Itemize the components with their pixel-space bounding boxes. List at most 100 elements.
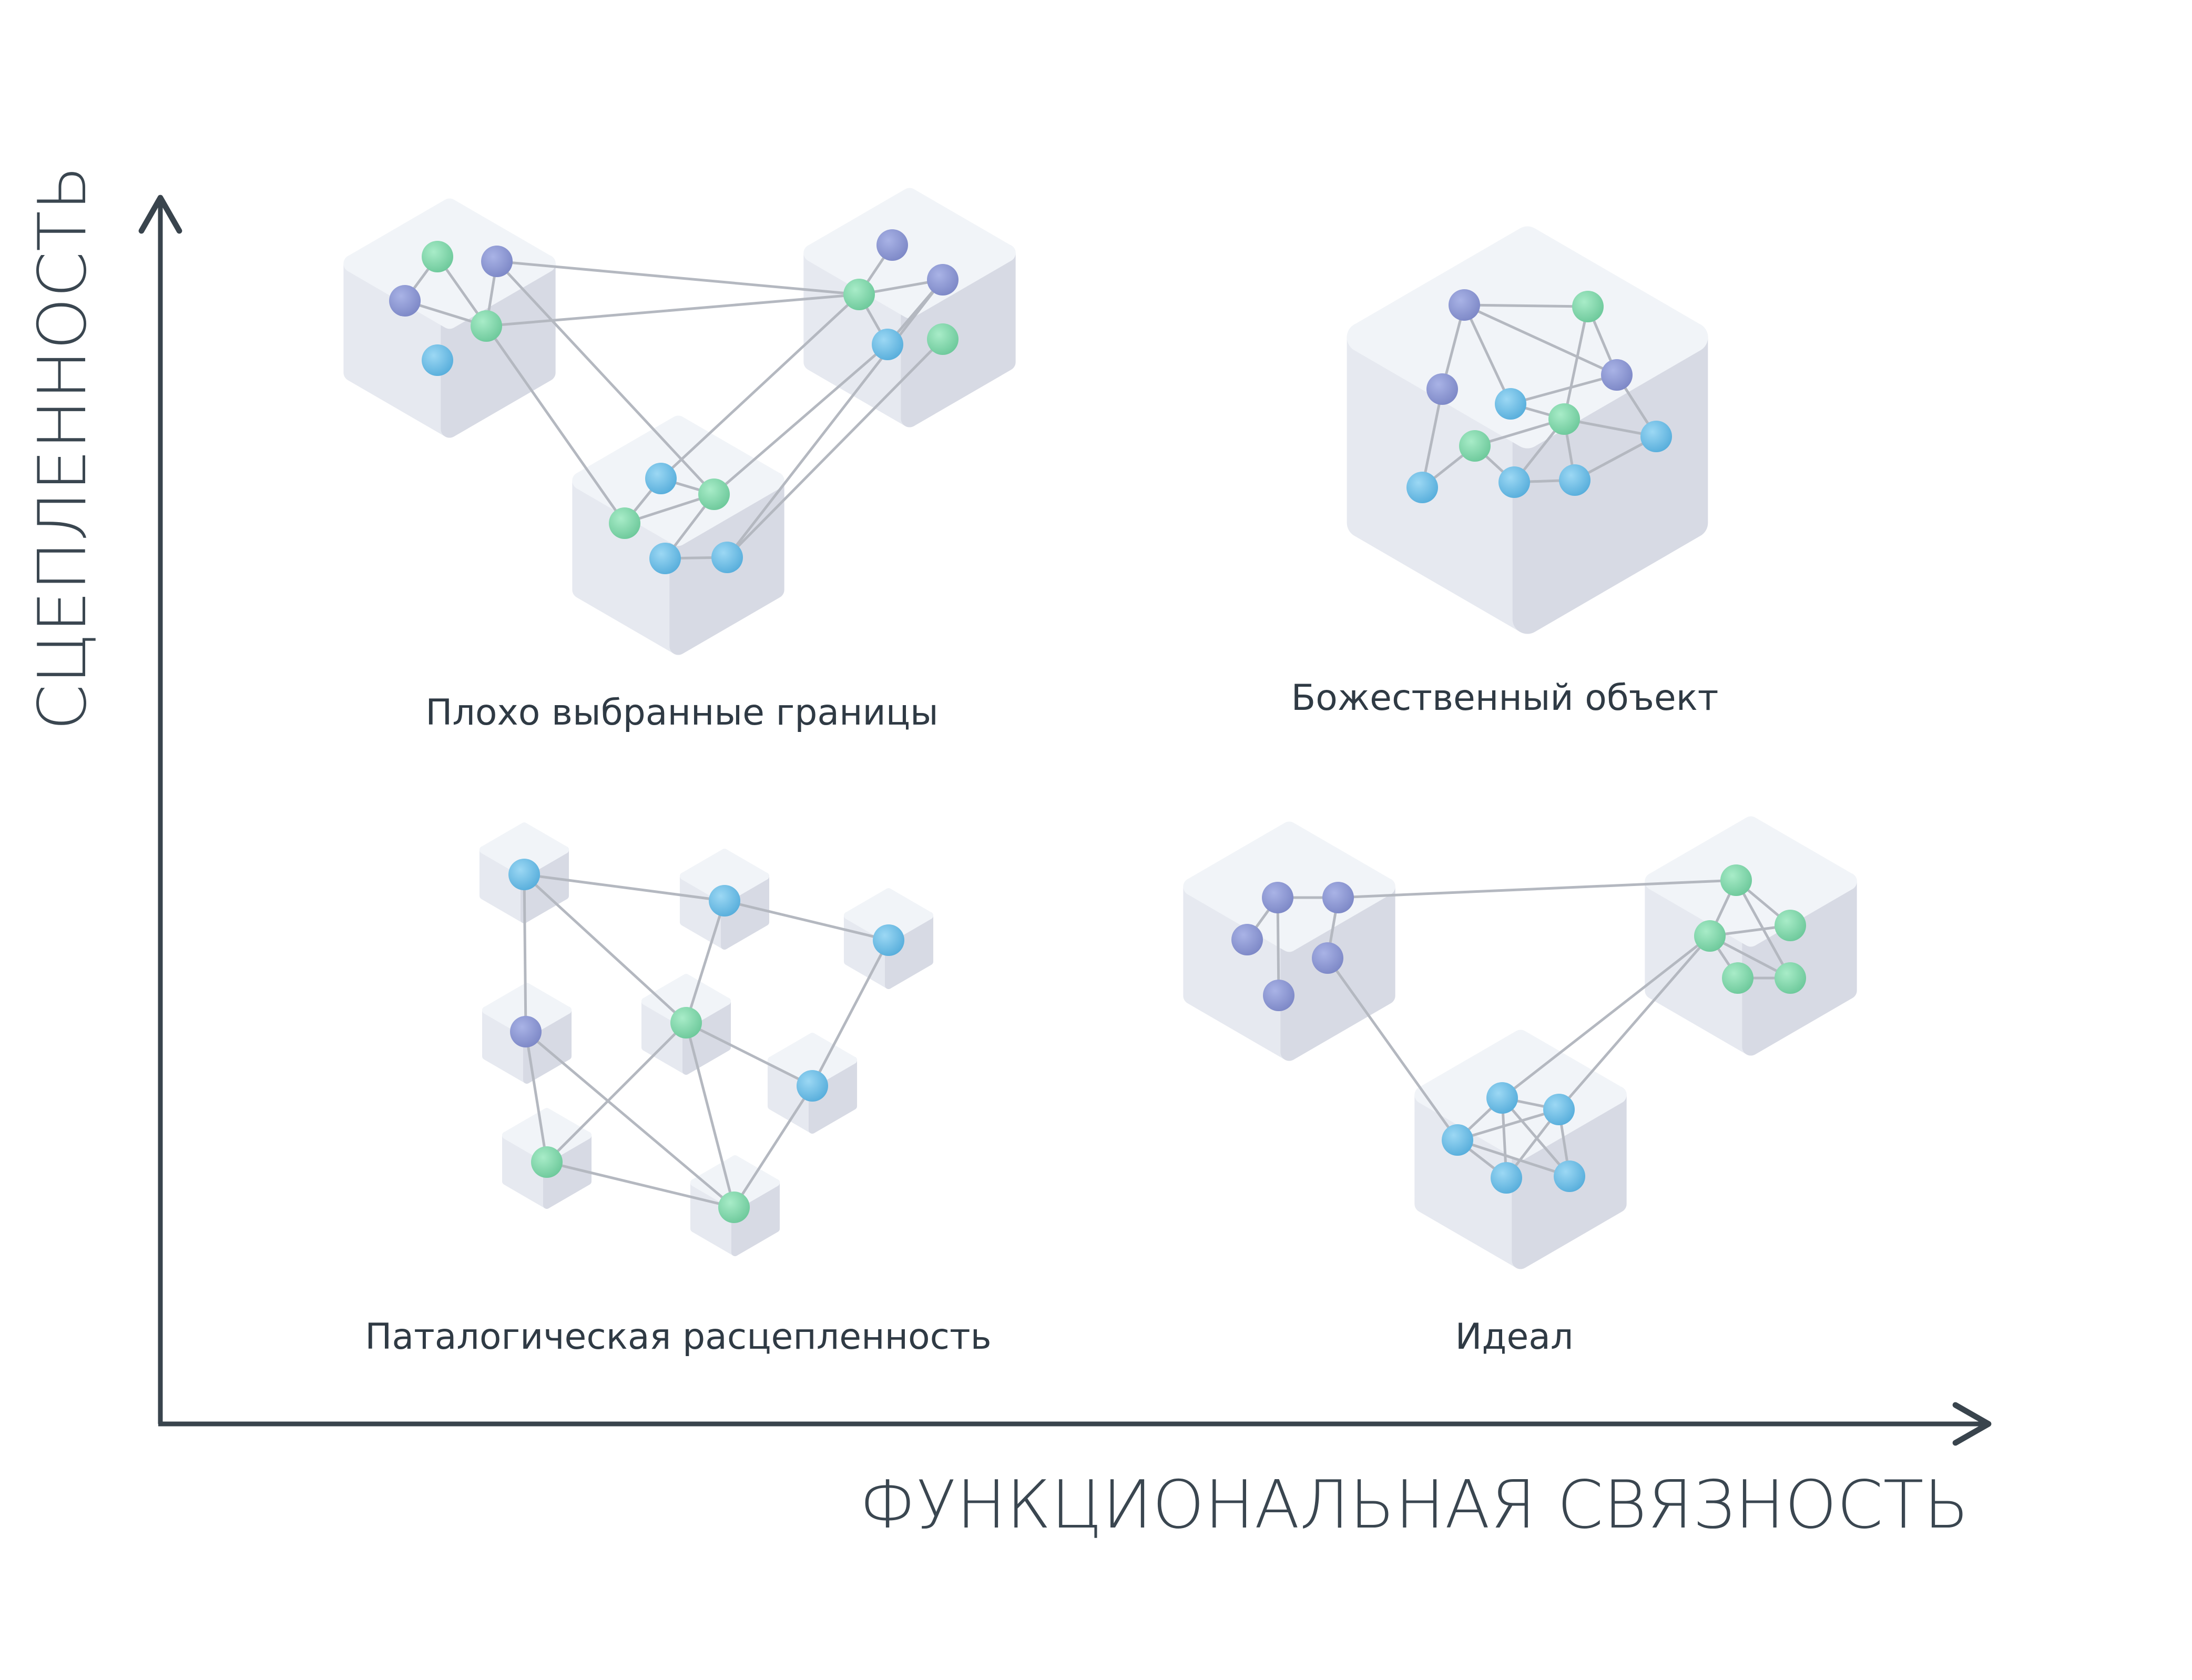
poor-boundaries-edge <box>713 343 889 495</box>
decoupled-edge <box>523 873 687 1024</box>
quadrant-label-top-right: Божественный объект <box>1291 677 1719 719</box>
god-object-edge <box>1463 304 1512 405</box>
ideal-node-icon <box>1554 1160 1585 1192</box>
ideal-node-icon <box>1543 1094 1575 1125</box>
ideal-edge <box>1276 897 1280 996</box>
god-object-node-icon <box>1449 289 1480 321</box>
quadrant-label-bottom-left: Паталогическая расцепленность <box>365 1316 991 1358</box>
god-object-node-icon <box>1572 291 1604 322</box>
decoupled-node-icon <box>670 1007 702 1038</box>
poor-boundaries-edge <box>486 293 860 328</box>
ideal-node-icon <box>1491 1162 1522 1194</box>
poor-boundaries-node-icon <box>711 542 743 573</box>
ideal-edge <box>1457 1108 1559 1142</box>
god-object-node-icon <box>1548 403 1580 435</box>
quadrant-label-bottom-right: Идеал <box>1455 1316 1574 1358</box>
module-cube-icon <box>679 849 770 950</box>
ideal-node-icon <box>1262 882 1293 913</box>
god-object-node-icon <box>1495 388 1526 420</box>
decoupled-edge <box>732 1085 814 1208</box>
decoupled-edge <box>546 1160 735 1209</box>
ideal-edge <box>1457 1138 1570 1178</box>
poor-boundaries-edge <box>485 325 626 524</box>
ideal-node-icon <box>1231 924 1263 955</box>
poor-boundaries-node-icon <box>645 463 677 494</box>
poor-boundaries-node-icon <box>698 478 730 510</box>
ideal-node-icon <box>1312 942 1343 974</box>
poor-boundaries-node-icon <box>481 246 513 277</box>
poor-boundaries-node-icon <box>872 329 903 360</box>
poor-boundaries-edge <box>496 260 715 495</box>
decoupled-edge <box>525 1031 735 1208</box>
decoupled-edge <box>685 1022 736 1208</box>
decoupled-node-icon <box>873 924 904 956</box>
module-cube-icon <box>1347 226 1708 634</box>
ideal-node-icon <box>1263 980 1294 1011</box>
ideal-node-icon <box>1775 962 1806 994</box>
module-cube-icon <box>479 822 569 923</box>
god-object-edge <box>1563 306 1589 420</box>
god-object-edge <box>1464 303 1588 308</box>
poor-boundaries-node-icon <box>876 229 908 261</box>
module-cube-icon <box>1183 821 1395 1061</box>
decoupled-edge <box>811 939 890 1087</box>
god-object-node-icon <box>1559 464 1591 496</box>
god-object-edge <box>1510 373 1617 405</box>
decoupled-node-icon <box>510 1016 542 1047</box>
graph-nodes <box>389 229 1806 1223</box>
god-object-node-icon <box>1426 373 1458 405</box>
ideal-node-icon <box>1775 910 1806 941</box>
god-object-node-icon <box>1498 466 1530 498</box>
module-cube-icon <box>1645 816 1857 1056</box>
decoupled-node-icon <box>508 859 540 890</box>
decoupled-edge <box>546 1022 687 1163</box>
ideal-edge <box>1326 957 1459 1141</box>
decoupled-edge <box>524 1031 548 1163</box>
ideal-edge <box>1338 879 1737 899</box>
god-object-node-icon <box>1601 359 1633 391</box>
x-axis-title: ФУНКЦИОНАЛЬНАЯ СВЯЗНОСТЬ <box>859 1466 1969 1543</box>
decoupled-edge <box>685 900 726 1023</box>
poor-boundaries-edge <box>660 293 860 480</box>
quadrant-label-top-left: Плохо выбранные границы <box>425 692 938 734</box>
cube-top-face <box>1347 226 1708 449</box>
decoupled-edge <box>724 899 889 942</box>
ideal-node-icon <box>1720 864 1752 896</box>
cube-top-face <box>1414 1030 1627 1160</box>
ideal-node-icon <box>1322 882 1354 913</box>
poor-boundaries-node-icon <box>927 323 959 355</box>
y-axis-title: СЦЕПЛЕННОСТЬ <box>24 166 101 731</box>
decoupled-node-icon <box>718 1192 750 1223</box>
poor-boundaries-node-icon <box>927 264 959 296</box>
poor-boundaries-edge <box>726 279 944 558</box>
module-cube-icon <box>343 198 556 438</box>
dependency-edges <box>403 244 1792 1209</box>
poor-boundaries-node-icon <box>422 344 453 376</box>
decoupled-node-icon <box>531 1146 563 1178</box>
god-object-node-icon <box>1406 472 1438 503</box>
ideal-edge <box>1501 935 1711 1099</box>
ideal-edge <box>1558 935 1711 1111</box>
decoupled-edge <box>524 873 725 902</box>
decoupled-edge <box>523 874 527 1032</box>
poor-boundaries-node-icon <box>843 279 875 310</box>
poor-boundaries-node-icon <box>389 285 421 317</box>
poor-boundaries-edge <box>496 260 860 296</box>
god-object-node-icon <box>1459 430 1491 462</box>
ideal-edge <box>1501 1097 1571 1177</box>
ideal-node-icon <box>1694 920 1726 952</box>
poor-boundaries-node-icon <box>649 543 681 574</box>
poor-boundaries-node-icon <box>609 507 640 539</box>
ideal-node-icon <box>1442 1124 1473 1156</box>
poor-boundaries-edge <box>726 338 944 558</box>
god-object-edge <box>1421 389 1444 488</box>
ideal-node-icon <box>1486 1082 1518 1114</box>
god-object-node-icon <box>1640 421 1672 452</box>
decoupled-node-icon <box>797 1070 828 1102</box>
decoupled-node-icon <box>709 885 740 917</box>
cube-top-face <box>1183 821 1395 952</box>
ideal-node-icon <box>1722 962 1753 994</box>
god-object-edge <box>1463 303 1618 376</box>
